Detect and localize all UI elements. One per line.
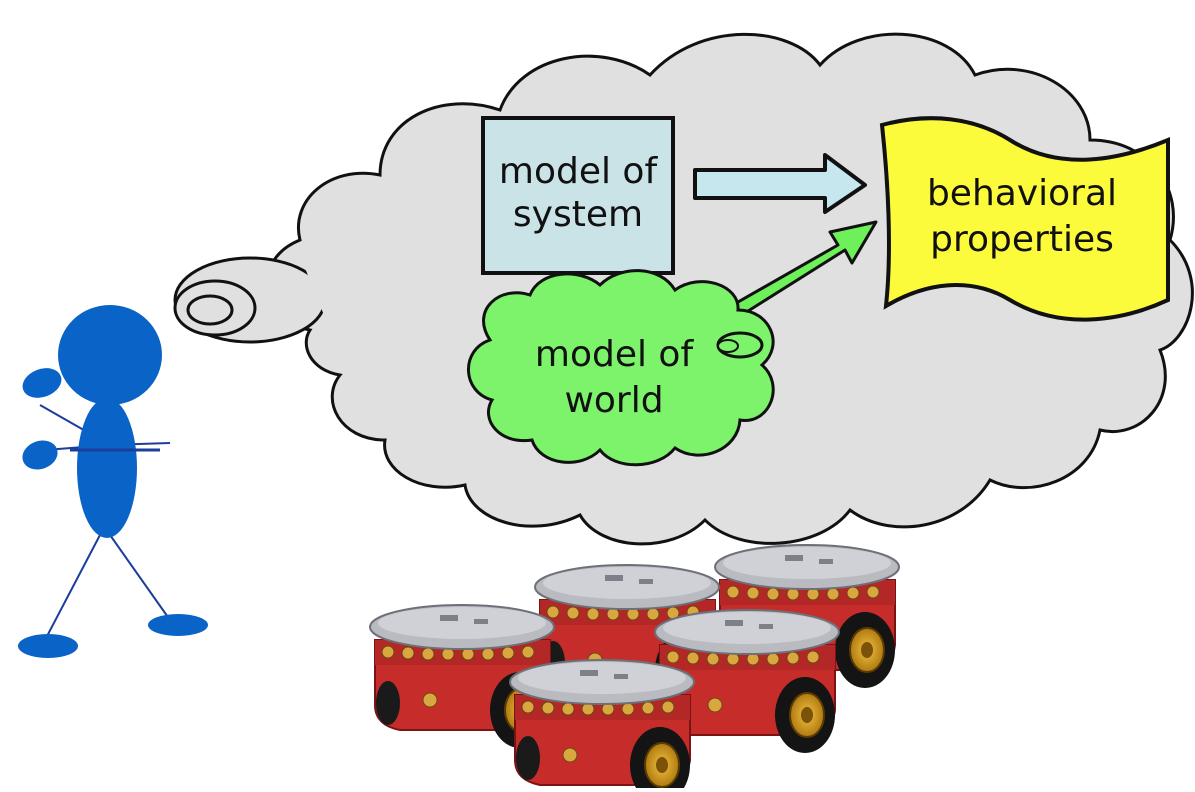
stick-figure-icon [18, 305, 208, 658]
system-to-properties-arrow [693, 153, 867, 214]
behavioral-properties-banner: behavioral properties [879, 116, 1170, 322]
model-of-system-box: model of system [481, 116, 675, 275]
banner-line2: properties [930, 219, 1114, 260]
model-of-world-cloud: model of world [467, 269, 775, 467]
banner-line1: behavioral [927, 173, 1117, 214]
world-cloud-line2: world [564, 380, 663, 421]
system-box-line2: system [513, 194, 643, 235]
system-box-line1: model of [499, 151, 659, 192]
robot-front-center [509, 659, 695, 792]
robot-group-icon [369, 544, 900, 792]
world-cloud-line1: model of [535, 334, 695, 375]
